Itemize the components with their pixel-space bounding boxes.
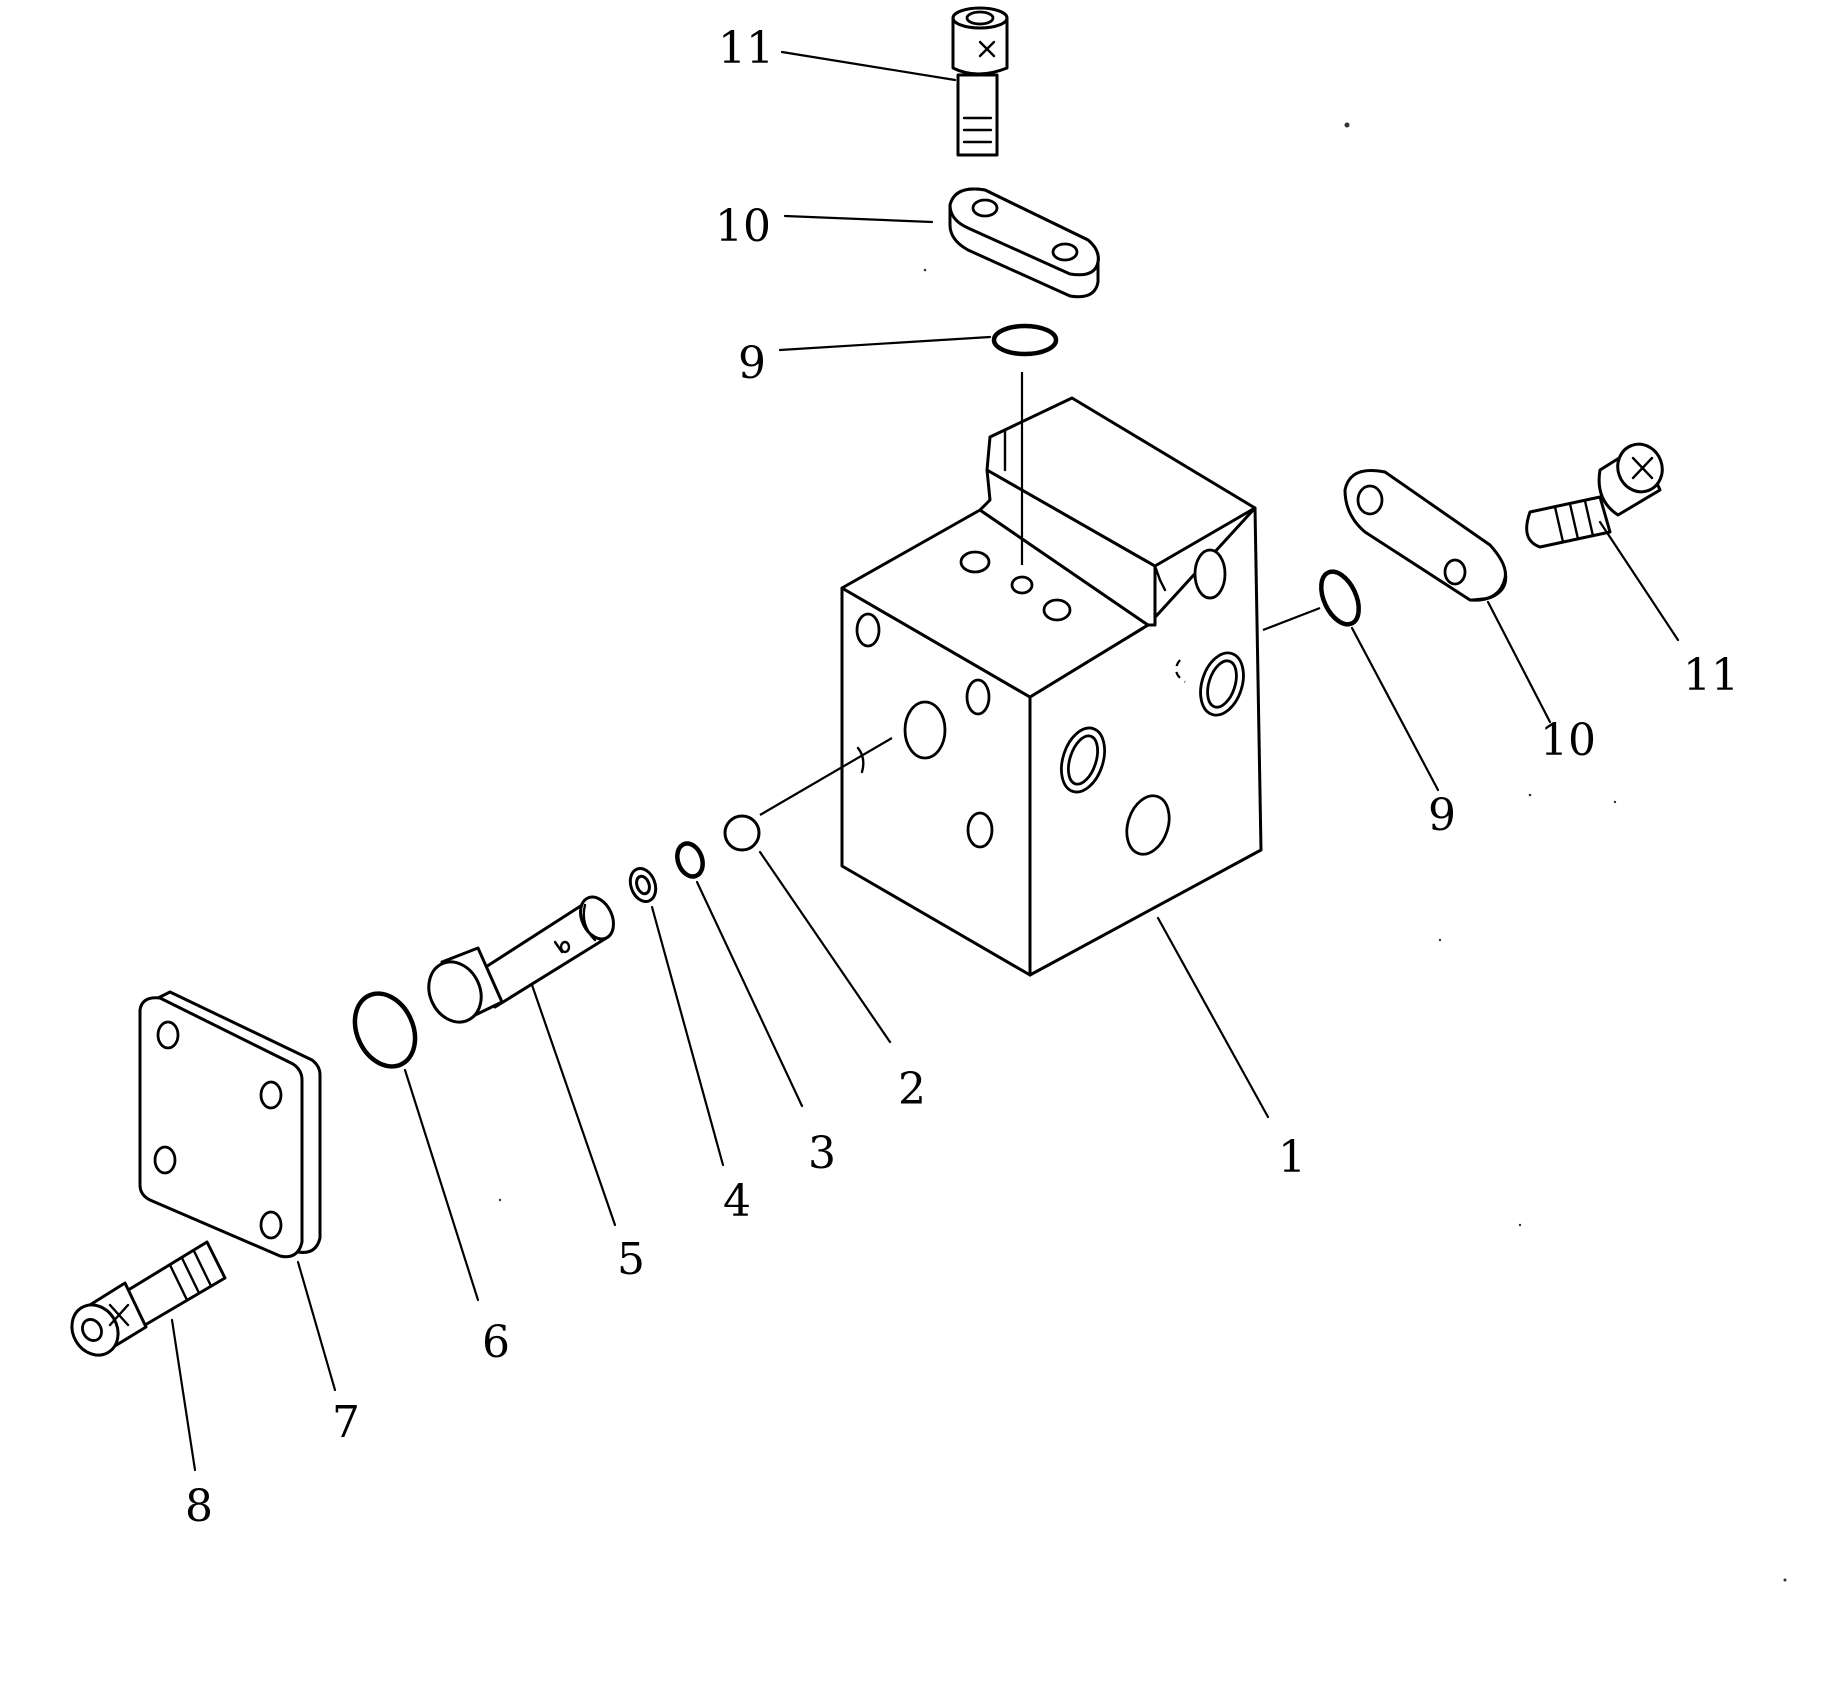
leader-10-top bbox=[783, 214, 934, 224]
callout-4: 4 bbox=[723, 1176, 751, 1227]
callout-6: 6 bbox=[482, 1317, 510, 1368]
right-oring-9 bbox=[1319, 569, 1361, 627]
callout-1: 1 bbox=[1278, 1132, 1306, 1183]
top-bolt-11 bbox=[951, 6, 1009, 157]
right-axis-line bbox=[1262, 606, 1321, 632]
leader-9-top bbox=[778, 335, 992, 352]
top-oring-9 bbox=[991, 323, 1059, 357]
leader-3 bbox=[695, 880, 804, 1108]
callout-3: 3 bbox=[808, 1128, 836, 1179]
leader-11-top bbox=[780, 50, 957, 82]
washer-4 bbox=[628, 867, 658, 903]
callout-11-right: 11 bbox=[1683, 650, 1739, 701]
leader-8 bbox=[170, 1318, 197, 1472]
piston-5 bbox=[427, 895, 615, 1024]
callout-7: 7 bbox=[332, 1397, 360, 1448]
valve-body bbox=[840, 396, 1263, 977]
callout-11-top: 11 bbox=[718, 23, 774, 74]
callout-9-top: 9 bbox=[738, 338, 766, 389]
callout-10-top: 10 bbox=[715, 201, 771, 252]
right-bolt-11 bbox=[1525, 442, 1664, 549]
callout-labels: 1 2 3 4 5 6 7 8 9 10 11 9 10 11 bbox=[185, 23, 1739, 1532]
leader-7 bbox=[296, 1260, 337, 1392]
valve-body-raised-top bbox=[985, 396, 1257, 568]
leader-9-right bbox=[1350, 626, 1440, 792]
leader-4 bbox=[650, 905, 725, 1167]
leader-11-right bbox=[1598, 520, 1680, 642]
leader-2 bbox=[758, 850, 892, 1044]
callout-8: 8 bbox=[185, 1481, 213, 1532]
callout-10-right: 10 bbox=[1540, 715, 1596, 766]
leader-5 bbox=[530, 983, 617, 1227]
leader-1 bbox=[1156, 916, 1270, 1119]
leader-6 bbox=[403, 1068, 480, 1302]
ball-2 bbox=[723, 814, 761, 852]
leader-lines bbox=[170, 50, 1680, 1472]
callout-5: 5 bbox=[617, 1234, 645, 1285]
leader-10-right bbox=[1486, 600, 1552, 724]
ring-3 bbox=[675, 841, 705, 879]
oring-6 bbox=[352, 991, 418, 1069]
bolt-8 bbox=[70, 1240, 227, 1357]
scan-specks bbox=[498, 122, 1787, 1582]
callout-2: 2 bbox=[898, 1064, 926, 1115]
right-flange-10 bbox=[1343, 469, 1508, 602]
callout-9-right: 9 bbox=[1428, 790, 1456, 841]
top-flange-10 bbox=[948, 187, 1100, 299]
cover-7 bbox=[138, 990, 322, 1259]
front-axis-line bbox=[759, 737, 893, 816]
